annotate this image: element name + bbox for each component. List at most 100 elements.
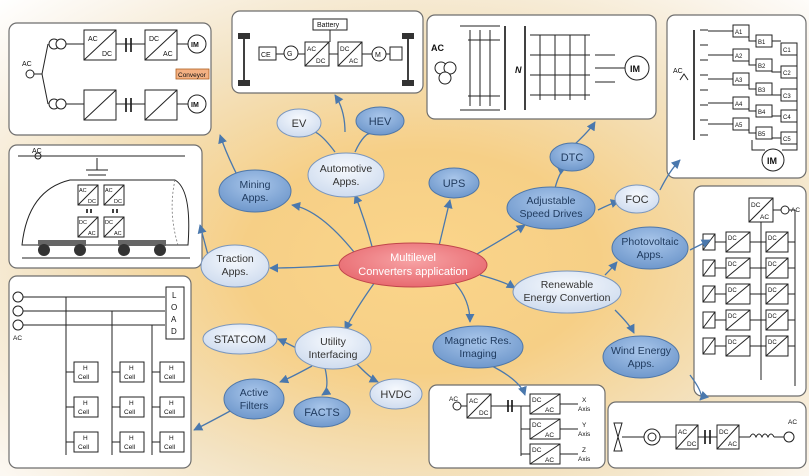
load-letter: L (172, 291, 177, 300)
connector-arrows (193, 94, 711, 431)
block-label: AC (545, 407, 554, 414)
block-label: AC (88, 36, 98, 43)
renewable-node[interactable]: Renewable Energy Convertion (512, 270, 622, 314)
block-label: IM (767, 156, 777, 166)
block-label: DC (102, 51, 112, 58)
statcom-node[interactable]: STATCOM (202, 323, 278, 355)
block-label: AC (114, 231, 122, 237)
wind-panel: AC DC DC AC AC (607, 401, 807, 469)
block-label: AC (105, 188, 113, 194)
node-label: Traction (216, 253, 254, 265)
block-label: AC (88, 231, 96, 237)
axis-label: Axis (578, 431, 591, 438)
node-label: Energy Convertion (524, 292, 611, 304)
axis-label: Axis (578, 406, 591, 413)
block-label: DC (751, 202, 761, 209)
block-label: AC (349, 58, 358, 65)
block-label: A2 (735, 54, 743, 60)
center-node[interactable]: Multilevel Converters application (338, 242, 488, 288)
ac-source-icon (12, 305, 24, 317)
traction-node[interactable]: Traction Apps. (200, 244, 270, 288)
mri-panel: AC AC DC DC AC DC AC DC AC X Axis Y Axis… (428, 384, 606, 469)
ac-source-icon (25, 69, 35, 79)
block-label: DC (532, 422, 542, 429)
block-label: AC (760, 214, 769, 221)
h-cell-label: Cell (164, 444, 176, 451)
ups-node[interactable]: UPS (428, 167, 480, 199)
block-label: DC (768, 340, 777, 346)
load-block (165, 286, 185, 340)
block-label: DC (532, 447, 542, 454)
wheel-icon (38, 244, 50, 256)
block-label: A1 (735, 30, 743, 36)
wheel-icon (118, 244, 130, 256)
node-label: Filters (240, 400, 269, 412)
node-label: FOC (625, 194, 648, 206)
h-cell-block: H Cell (152, 431, 185, 453)
ev-node[interactable]: EV (276, 108, 322, 138)
h-cell-label: Cell (124, 374, 136, 381)
block-label: C3 (783, 94, 791, 100)
node-label: Apps. (628, 358, 655, 370)
block-label: DC (88, 199, 96, 205)
active-filters-node[interactable]: Active Filters (223, 378, 285, 420)
node-label: EV (292, 118, 307, 130)
block-label: A5 (735, 123, 743, 129)
block-label: Battery (317, 22, 340, 29)
h-cell-label: Cell (78, 374, 90, 381)
h-cell-label: H (169, 365, 174, 372)
node-label: Photovoltaic (621, 236, 678, 248)
node-label: Wind Energy (611, 345, 672, 357)
block-label: DC (479, 410, 489, 417)
traction-panel: AC AC DC AC DC DC AC DC AC (8, 144, 203, 269)
ac-source-icon (12, 291, 24, 303)
mining-node[interactable]: Mining Apps. (218, 169, 292, 213)
hev-node[interactable]: HEV (355, 106, 405, 136)
h-cell-label: H (169, 400, 174, 407)
block-label: DC (728, 288, 737, 294)
block-label: DC (687, 441, 697, 448)
block-label: DC (79, 220, 87, 226)
node-label: Speed Drives (519, 208, 582, 220)
wind-node[interactable]: Wind Energy Apps. (602, 335, 680, 379)
h-cell-label: H (169, 435, 174, 442)
node-label: Magnetic Res. (444, 335, 511, 347)
facts-node[interactable]: FACTS (293, 396, 351, 428)
hcell-grid: HCellHCellHCellHCellHCellHCellHCellHCell… (66, 361, 185, 453)
wheel-icon (74, 244, 86, 256)
block-label: C5 (783, 137, 791, 143)
wheel-icon (154, 244, 166, 256)
mining-panel: AC AC DC DC AC IM Conveyor IM (8, 22, 212, 136)
hvdc-node[interactable]: HVDC (369, 378, 423, 410)
block-label: M (375, 52, 381, 59)
foc-node[interactable]: FOC (614, 184, 660, 214)
mindmap-nodes: Multilevel Converters application EV HEV… (200, 106, 689, 428)
load-letter: D (171, 327, 177, 336)
automotive-node[interactable]: Automotive Apps. (307, 152, 385, 198)
mri-node[interactable]: Magnetic Res. Imaging (432, 325, 524, 369)
block-label: AC (791, 207, 800, 214)
block-label: DC (728, 340, 737, 346)
node-label: Utility (320, 336, 346, 348)
block-label: DC (532, 397, 542, 404)
h-cell-label: H (83, 435, 88, 442)
foc-panel: AC A1 A2 A3 A4 A5 B1 B2 B3 B4 B5 C1 C2 C… (666, 14, 807, 179)
h-cell-label: Cell (78, 444, 90, 451)
block-label: B4 (758, 110, 766, 116)
block-label: B1 (758, 40, 766, 46)
block-label: N (515, 65, 522, 75)
pv-node[interactable]: Photovoltaic Apps. (611, 226, 689, 270)
block-label: AC (13, 335, 22, 342)
utility-node[interactable]: Utility Interfacing (294, 326, 372, 370)
dtc-node[interactable]: DTC (549, 142, 595, 172)
asd-node[interactable]: Adjustable Speed Drives (506, 186, 596, 230)
block-label: CE (261, 52, 271, 59)
h-cell-label: H (83, 400, 88, 407)
block-label: AC (728, 441, 737, 448)
node-label: STATCOM (214, 334, 266, 346)
node-label: Imaging (459, 348, 497, 360)
node-label: DTC (561, 152, 584, 164)
